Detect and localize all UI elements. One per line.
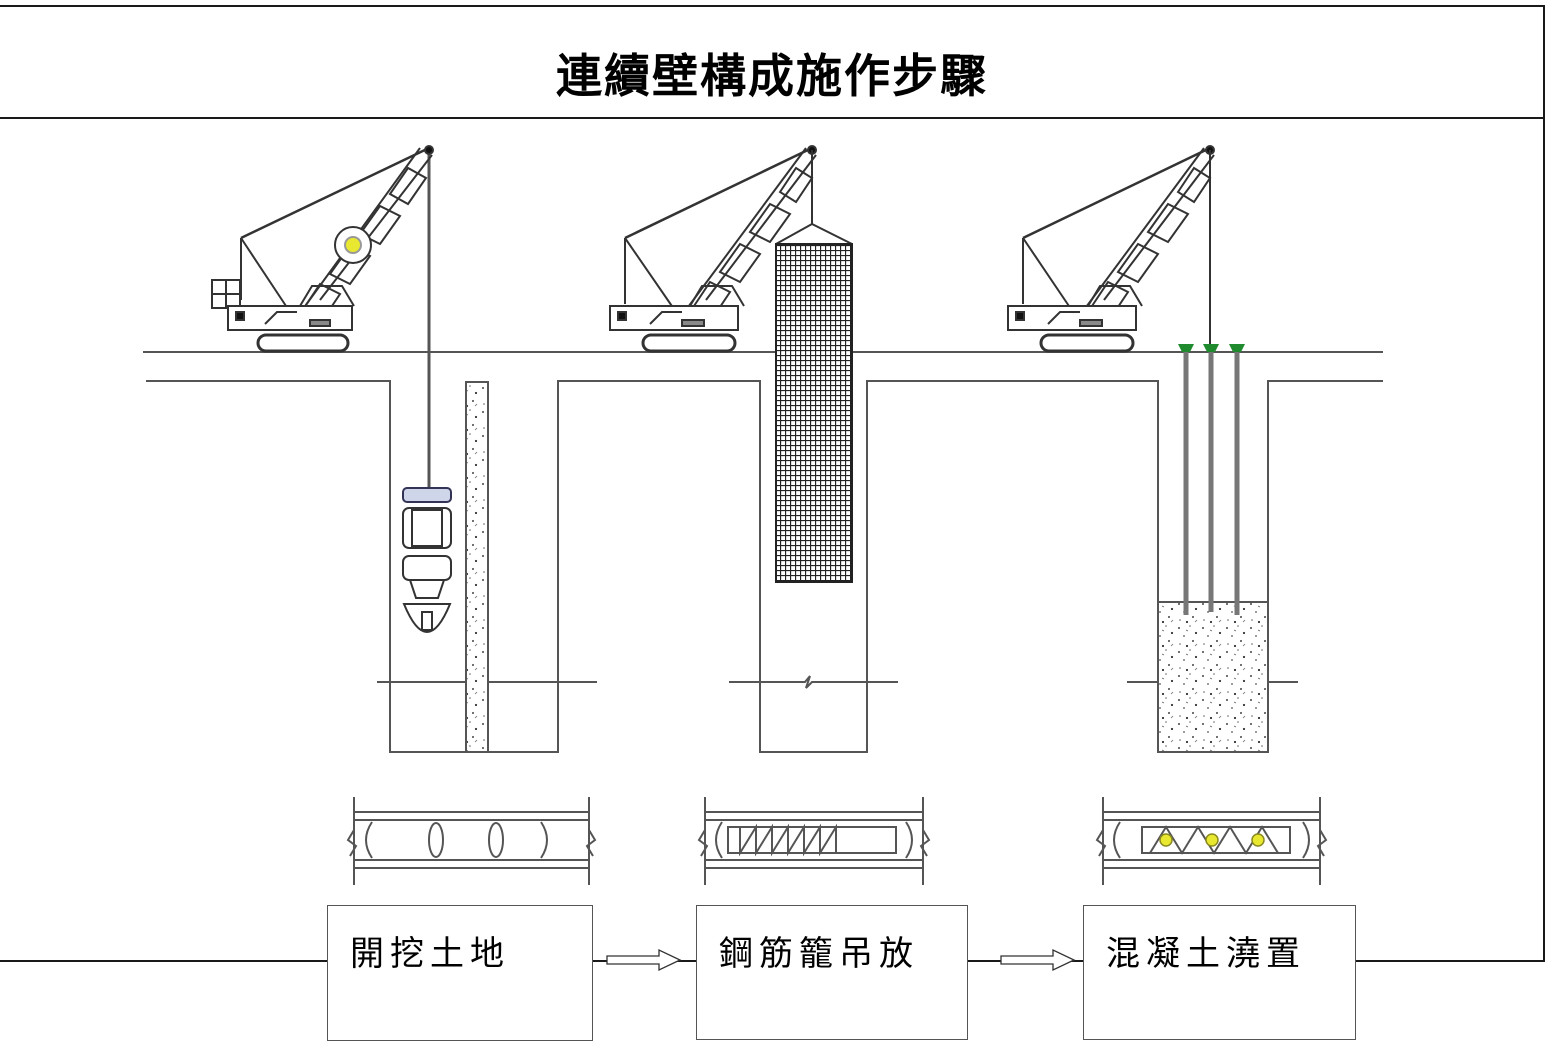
step-box-excavation: 開挖土地 (327, 905, 593, 1041)
page-title: 連續壁構成施作步驟 (556, 49, 988, 103)
crane-3 (1007, 145, 1215, 353)
excavator-grab-bucket (402, 487, 452, 633)
plan-view-1 (346, 797, 597, 885)
double-arrow-right-icon (606, 948, 682, 972)
stage-concrete (1157, 344, 1269, 753)
crane-1 (211, 145, 434, 353)
frame-right-border (1543, 5, 1545, 962)
step-box-concrete: 混凝土澆置 (1083, 905, 1356, 1040)
step-box-rebar-cage: 鋼筋籠吊放 (696, 905, 968, 1040)
crane-2 (609, 145, 853, 353)
rebar-cage (775, 243, 853, 583)
header-divider (0, 117, 1544, 119)
break-line-2 (729, 675, 898, 689)
concrete-fill (1157, 601, 1269, 753)
step-label: 鋼筋籠吊放 (719, 934, 919, 974)
frame-top-border (0, 5, 1544, 7)
tremie-pipes (1183, 352, 1240, 615)
guide-wall-panel (465, 381, 489, 753)
plan-view-2 (697, 797, 931, 885)
stage-excavation (402, 148, 489, 753)
step-label: 混凝土澆置 (1106, 934, 1306, 974)
step-label: 開挖土地 (350, 934, 510, 974)
plan-view-3 (1095, 797, 1328, 885)
tremie-funnels (1178, 344, 1245, 352)
double-arrow-right-icon (1000, 948, 1076, 972)
